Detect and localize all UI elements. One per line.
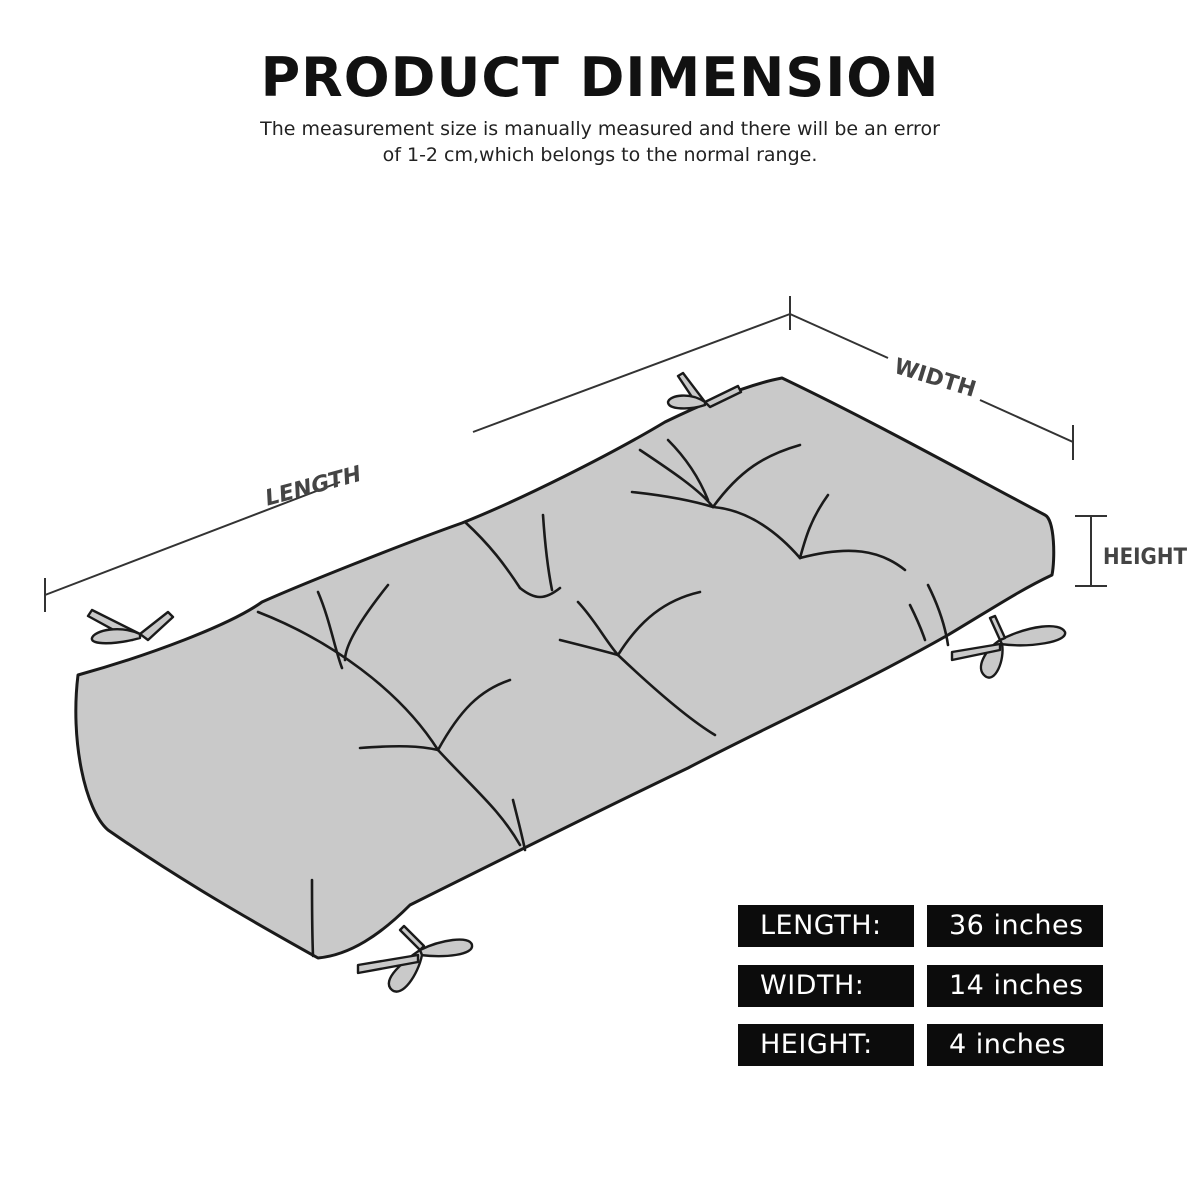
- length-dimension-line: [44, 296, 791, 612]
- measurement-note: The measurement size is manually measure…: [200, 116, 1000, 168]
- spec-height-value: 4 inches: [927, 1024, 1103, 1066]
- width-dimension-line: [789, 313, 1074, 460]
- page-title: PRODUCT DIMENSION: [260, 46, 940, 109]
- width-label: WIDTH: [891, 354, 979, 403]
- length-label: LENGTH: [265, 460, 362, 512]
- cushion-ties: [86, 371, 1067, 993]
- measurement-note-line-2: of 1-2 cm,which belongs to the normal ra…: [382, 144, 818, 166]
- cushion-body: [74, 376, 1056, 960]
- tie-front-bottom: [418, 938, 474, 958]
- spec-length-value: 36 inches: [927, 905, 1103, 947]
- height-label: HEIGHT: [1103, 545, 1187, 570]
- measurement-note-line-1: The measurement size is manually measure…: [260, 118, 940, 140]
- spec-width-value: 14 inches: [927, 965, 1103, 1007]
- cushion-tufting: [256, 438, 950, 958]
- tie-right: [998, 625, 1067, 647]
- spec-height-label: HEIGHT:: [738, 1024, 914, 1066]
- height-dimension-line: [1075, 515, 1107, 587]
- spec-length-label: LENGTH:: [738, 905, 914, 947]
- spec-width-label: WIDTH:: [738, 965, 914, 1007]
